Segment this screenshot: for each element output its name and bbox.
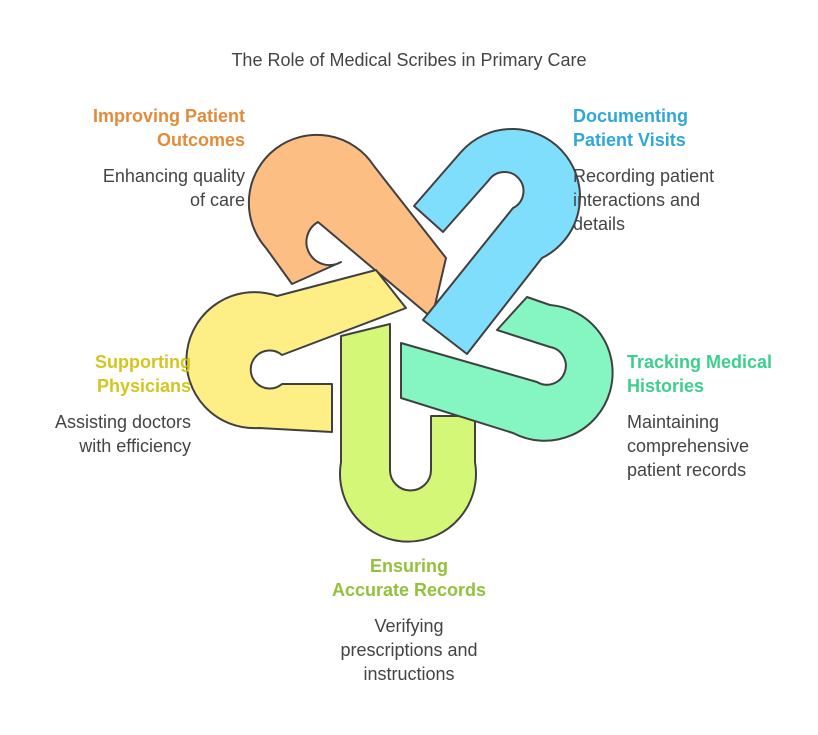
item-tracking-medical-histories: Tracking Medical Histories Maintaining c…	[627, 350, 807, 482]
item-ensuring-accurate-records: Ensuring Accurate Records Verifying pres…	[309, 554, 509, 686]
item-description: Enhancing quality of care	[102, 166, 245, 210]
item-heading: Supporting Physicians	[95, 352, 191, 396]
item-documenting-patient-visits: Documenting Patient Visits Recording pat…	[573, 104, 793, 236]
link-tracking-medical-histories	[400, 296, 614, 442]
item-description: Maintaining comprehensive patient record…	[627, 412, 750, 480]
item-heading: Tracking Medical Histories	[627, 352, 773, 396]
item-heading: Improving Patient Outcomes	[92, 106, 245, 150]
link-supporting-physicians	[185, 269, 407, 433]
item-heading: Ensuring Accurate Records	[331, 556, 487, 600]
item-supporting-physicians: Supporting Physicians Assisting doctors …	[20, 350, 191, 458]
link-documenting-patient-visits	[413, 128, 582, 355]
item-description: Verifying prescriptions and instructions	[340, 616, 478, 684]
link-ensuring-accurate-records	[339, 323, 477, 543]
item-description: Recording patient interactions and detai…	[573, 166, 715, 234]
diagram-title: The Role of Medical Scribes in Primary C…	[231, 50, 587, 70]
item-improving-patient-outcomes: Improving Patient Outcomes Enhancing qua…	[40, 104, 245, 212]
item-description: Assisting doctors with efficiency	[54, 412, 191, 456]
item-heading: Documenting Patient Visits	[573, 106, 688, 150]
link-improving-patient-outcomes	[247, 133, 447, 319]
